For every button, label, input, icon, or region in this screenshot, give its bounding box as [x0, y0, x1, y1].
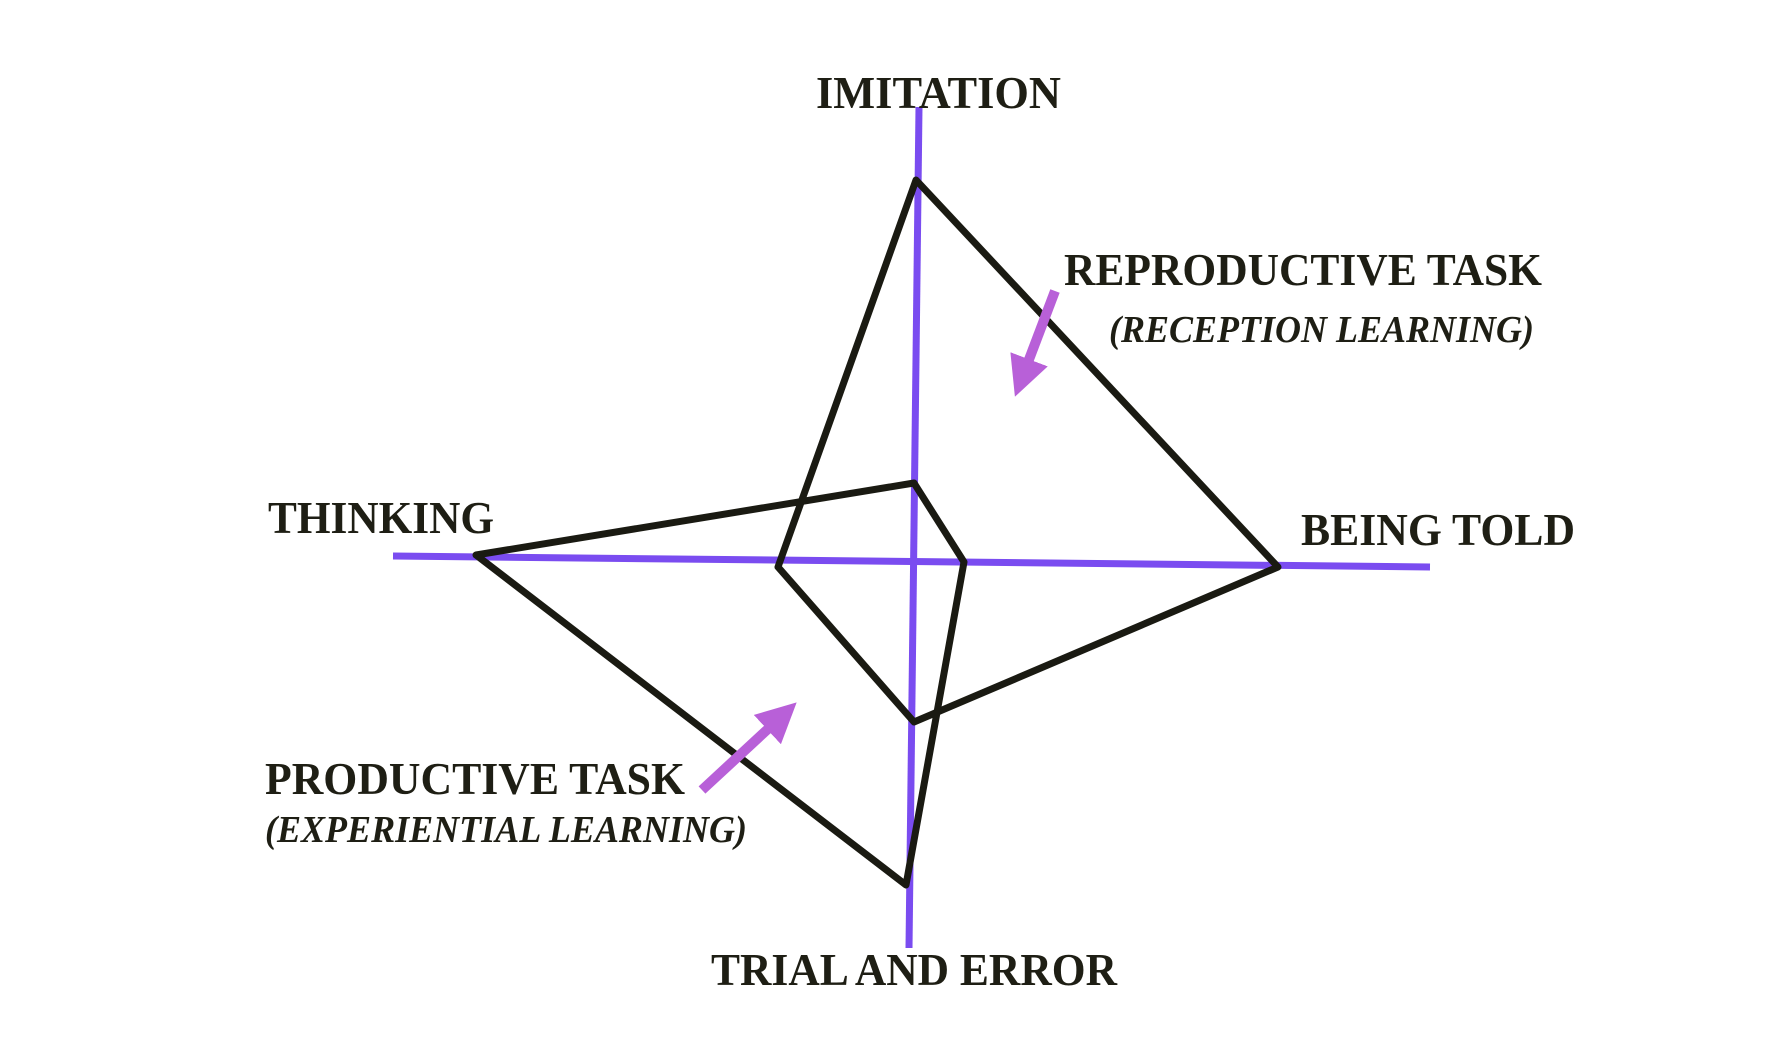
productive-task-shape — [472, 479, 968, 889]
axis-label-trial-and-error: TRIAL AND ERROR — [711, 944, 1118, 995]
productive-task-subtitle: (EXPERIENTIAL LEARNING) — [265, 809, 747, 851]
horizontal-axis — [392, 552, 1431, 571]
reproductive-task-shape — [774, 176, 1282, 726]
axis-label-being-told: BEING TOLD — [1301, 504, 1575, 555]
axis-label-thinking: THINKING — [268, 492, 494, 543]
vertical-axis — [905, 106, 923, 949]
reproductive-task-title: REPRODUCTIVE TASK — [1064, 244, 1542, 295]
productive-task-title: PRODUCTIVE TASK — [265, 753, 685, 804]
reproductive-arrow — [1010, 289, 1060, 397]
productive-arrow — [698, 702, 797, 794]
axis-label-imitation: IMITATION — [816, 67, 1061, 118]
reproductive-task-subtitle: (RECEPTION LEARNING) — [1109, 309, 1534, 351]
